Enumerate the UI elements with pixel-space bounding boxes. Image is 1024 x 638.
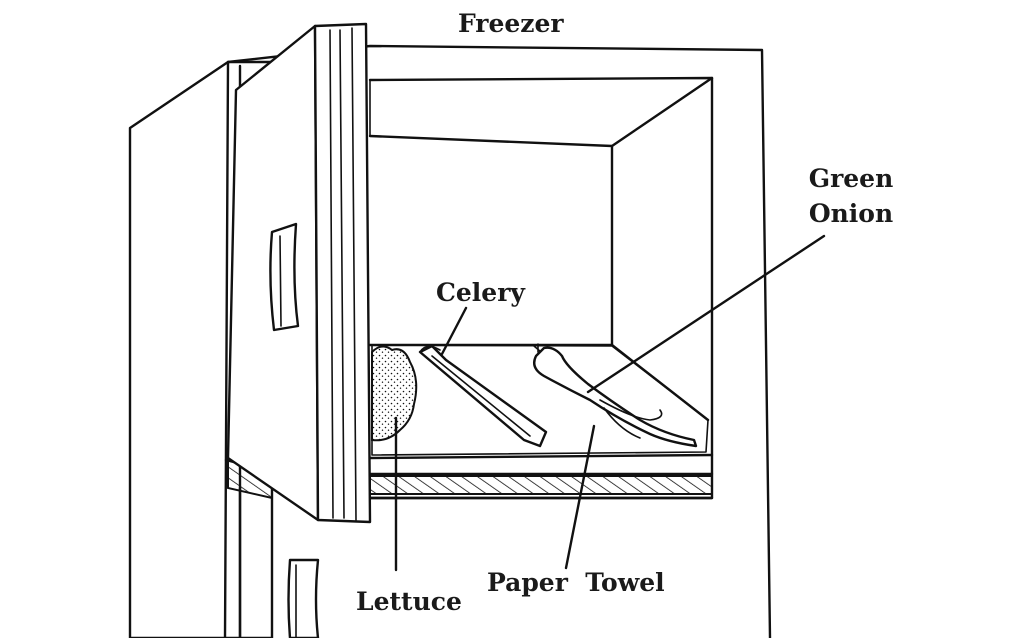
green-onion-label-line2: Onion	[808, 199, 894, 228]
leader-lines	[394, 234, 826, 572]
lower-door-handle	[287, 558, 320, 638]
lettuce-drawing	[371, 345, 418, 442]
green-onion-label-line1: Green	[808, 164, 894, 193]
lettuce-label: Lettuce	[356, 587, 462, 616]
paper-towel-label: Paper Towel	[487, 568, 665, 597]
freezer-door	[226, 22, 372, 524]
freezer-back-wall	[368, 134, 614, 347]
celery-leader	[440, 306, 468, 356]
door-handle	[269, 222, 300, 332]
fridge-cabinet	[128, 44, 772, 638]
divider-hatched	[369, 475, 713, 495]
green-onion-drawing	[533, 343, 698, 448]
green-onion-leader	[586, 234, 826, 394]
freezer-top-right-depth	[610, 76, 714, 148]
fridge-lower-section	[224, 456, 372, 638]
freezer-compartment	[368, 76, 714, 500]
freezer-label: Freezer	[458, 9, 564, 38]
celery-drawing	[418, 344, 548, 448]
freezer-floor-front-edge	[368, 453, 714, 460]
green-onion-label: Green Onion	[796, 166, 906, 226]
paper-towel-leader	[564, 424, 596, 570]
celery-label: Celery	[436, 278, 525, 307]
cabinet-front-left-edge	[223, 60, 230, 638]
